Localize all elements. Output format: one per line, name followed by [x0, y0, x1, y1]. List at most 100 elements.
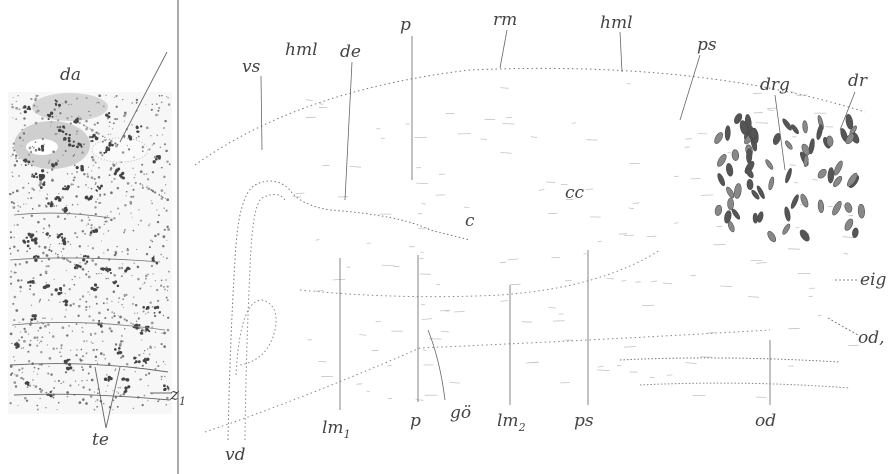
speckle [85, 119, 88, 123]
faint-mark [421, 318, 433, 320]
cell-cluster-dot [57, 128, 62, 133]
speckle [137, 224, 139, 226]
speckle [164, 363, 166, 365]
gland-cell [749, 128, 758, 140]
speckle [141, 150, 144, 153]
cell-cluster-dot [133, 356, 137, 360]
speckle [73, 153, 76, 156]
speckle [12, 356, 15, 358]
speckle [45, 391, 48, 394]
speckle [147, 400, 149, 402]
speckle [162, 256, 165, 258]
speckle [78, 384, 80, 386]
speckle [121, 151, 125, 154]
speckle [148, 353, 151, 356]
faint-mark [418, 227, 430, 229]
faint-mark [716, 225, 723, 228]
faint-marks [292, 83, 859, 401]
speckle [98, 272, 100, 275]
speckle [139, 219, 143, 222]
speckle [11, 153, 14, 156]
cell-cluster-dot [99, 324, 103, 328]
gland-cell [785, 140, 793, 150]
speckle [163, 175, 166, 179]
cell-cluster-dot [65, 300, 69, 304]
speckle [75, 323, 78, 325]
faint-mark [332, 279, 346, 281]
label-de: de [340, 42, 361, 62]
faint-mark [753, 111, 764, 114]
speckle [21, 128, 23, 131]
faint-mark [666, 374, 673, 376]
speckle [157, 109, 160, 112]
cell-cluster-dot [75, 166, 79, 170]
gland-cell [782, 223, 791, 235]
speckle [116, 245, 118, 248]
label-dr: dr [848, 71, 868, 91]
speckle [105, 390, 107, 392]
cell-cluster-dot [55, 100, 58, 103]
speckle [132, 229, 135, 232]
cell-cluster-dot [42, 285, 47, 290]
speckle [15, 106, 18, 110]
speckle [167, 103, 171, 106]
speckle [151, 326, 154, 328]
speckle [38, 342, 40, 344]
speckle [10, 253, 12, 255]
speckle [75, 195, 78, 198]
speckle [69, 243, 72, 246]
speckle [71, 330, 74, 332]
label-hml-left: hml [285, 40, 318, 60]
speckle [86, 262, 88, 265]
speckle [151, 103, 154, 106]
speckle [9, 373, 13, 376]
faint-mark [500, 300, 509, 302]
gland-cell [745, 168, 754, 179]
left-tissue-panel [8, 51, 172, 429]
speckle [50, 293, 54, 296]
speckle [100, 330, 104, 334]
speckle [39, 298, 42, 301]
fiber-line [13, 212, 111, 219]
speckle [161, 94, 163, 97]
faint-mark [571, 122, 576, 124]
cell-cluster-dot [50, 202, 53, 206]
speckle [33, 371, 35, 373]
speckle [68, 325, 70, 327]
cell-cluster-dot [140, 329, 143, 332]
gland-cell [726, 163, 734, 177]
speckle [36, 404, 39, 407]
speckle [129, 200, 133, 204]
cell-cluster-dot [108, 141, 112, 145]
speckle [66, 335, 68, 337]
speckle [61, 208, 65, 211]
speckle [166, 257, 168, 260]
speckle [155, 288, 159, 292]
speckle [39, 190, 41, 192]
gland-cell [717, 173, 726, 187]
speckle [10, 193, 13, 195]
cell-cluster-dot [51, 163, 54, 167]
speckle [76, 349, 78, 351]
speckle [93, 391, 96, 393]
cell-cluster-dot [14, 343, 17, 346]
speckle [22, 139, 24, 141]
speckle [158, 399, 160, 401]
cell-cluster-dot [54, 102, 57, 105]
speckle [18, 321, 20, 324]
speckle [104, 357, 107, 360]
cell-cluster-dot [91, 140, 94, 143]
cell-cluster-dot [114, 171, 118, 174]
speckle [51, 390, 53, 392]
speckle [144, 274, 148, 278]
speckle [134, 181, 137, 184]
speckle [15, 118, 18, 120]
speckle [37, 220, 40, 224]
speckle [23, 339, 26, 343]
speckle [98, 167, 100, 169]
speckle [142, 329, 145, 332]
faint-mark [315, 239, 320, 241]
speckle [12, 201, 14, 203]
faint-mark [793, 182, 798, 184]
gland-cell [802, 120, 808, 134]
